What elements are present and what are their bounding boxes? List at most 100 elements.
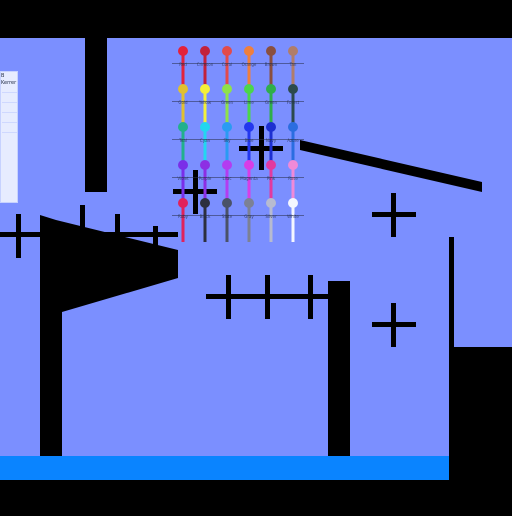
swatch-dot[interactable] [178,122,188,132]
palette-swatch[interactable]: Brown [260,46,282,90]
swatch-label: Lilac [222,176,231,181]
palette-swatch[interactable]: Violet [172,160,194,204]
swatch-stem [203,93,207,128]
palette-swatch[interactable]: Forest [282,84,304,128]
thin-post [449,237,454,349]
swatch-dot[interactable] [266,122,276,132]
swatch-stem [181,93,185,128]
swatch-label: Forest [287,100,300,105]
palette-swatch[interactable]: Magenta [238,160,260,204]
palette-swatch[interactable]: Cyan [194,122,216,166]
palette-swatch[interactable]: Red [172,46,194,90]
swatch-dot[interactable] [222,122,232,132]
swatch-dot[interactable] [244,160,254,170]
swatch-stem [247,207,251,242]
swatch-label: Magenta [240,176,258,181]
swatch-dot[interactable] [244,46,254,56]
swatch-dot[interactable] [200,84,210,94]
swatch-dot[interactable] [222,198,232,208]
swatch-label: Blue [245,138,254,143]
palette-swatch[interactable]: Pink [260,160,282,204]
swatch-label-underline [282,101,304,102]
swatch-dot[interactable] [222,160,232,170]
swatch-dot[interactable] [244,198,254,208]
swatch-label: Navy [266,138,277,143]
swatch-stem [225,207,229,242]
swatch-stem [225,55,229,90]
swatch-dot[interactable] [244,122,254,132]
palette-swatch[interactable]: Gold [172,84,194,128]
swatch-label: Cyan [200,138,211,143]
swatch-stem [225,169,229,204]
palette-swatch[interactable]: Rose [282,160,304,204]
palette-swatch[interactable]: Lime [238,84,260,128]
bottom-frame [0,479,512,512]
swatch-label: Red [179,62,187,67]
swatch-label-underline [260,177,282,178]
middle-fence [206,275,330,319]
swatch-dot[interactable] [288,84,298,94]
palette-swatch[interactable]: Tan [282,46,304,90]
left-ramp-platform [40,215,178,456]
palette-swatch[interactable]: Slate [216,198,238,242]
palette-swatch[interactable]: Crimson [194,46,216,90]
swatch-dot[interactable] [178,198,188,208]
palette-swatch[interactable]: Ruby [172,198,194,242]
top-pillar [85,38,107,192]
palette-swatch[interactable]: Black [194,198,216,242]
swatch-dot[interactable] [200,160,210,170]
swatch-dot[interactable] [288,46,298,56]
swatch-dot[interactable] [200,122,210,132]
palette-swatch[interactable]: Green [216,84,238,128]
swatch-stem [203,207,207,242]
palette-swatch[interactable]: Navy [260,122,282,166]
swatch-stem [203,55,207,90]
swatch-dot[interactable] [178,84,188,94]
swatch-dot[interactable] [288,122,298,132]
swatch-label-underline [172,215,194,216]
swatch-dot[interactable] [266,46,276,56]
palette-swatch[interactable]: White [282,198,304,242]
swatch-dot[interactable] [200,46,210,56]
swatch-dot[interactable] [178,46,188,56]
swatch-label: Rose [288,176,298,181]
swatch-label-underline [194,101,216,102]
palette-swatch[interactable]: Green [260,84,282,128]
swatch-dot[interactable] [200,198,210,208]
swatch-dot[interactable] [222,46,232,56]
swatch-stem [247,93,251,128]
swatch-dot[interactable] [222,84,232,94]
cross-marker-right-top [372,193,416,237]
swatch-label-underline [238,63,260,64]
swatch-label: Azure [287,138,299,143]
swatch-dot[interactable] [266,198,276,208]
palette-swatch[interactable]: Sky [216,122,238,166]
swatch-dot[interactable] [288,160,298,170]
swatch-stem [247,131,251,166]
swatch-stem [291,169,295,204]
palette-swatch[interactable]: Blue [238,122,260,166]
swatch-dot[interactable] [288,198,298,208]
swatch-label-underline [216,215,238,216]
palette-swatch[interactable]: Silver [260,198,282,242]
palette-swatch[interactable]: Teal [172,122,194,166]
palette-swatch[interactable]: Purple [194,160,216,204]
palette-swatch[interactable]: Lilac [216,160,238,204]
swatch-dot[interactable] [266,160,276,170]
palette-swatch[interactable]: Orange [238,46,260,90]
top-frame [0,0,512,38]
swatch-dot[interactable] [178,160,188,170]
palette-swatch[interactable]: Yellow [194,84,216,128]
swatch-dot[interactable] [244,84,254,94]
swatch-stem [181,55,185,90]
swatch-label: Brown [265,62,278,67]
palette-swatch[interactable]: Gray [238,198,260,242]
swatch-label-underline [282,215,304,216]
swatch-stem [247,55,251,90]
palette-swatch[interactable]: Coral [216,46,238,90]
swatch-dot[interactable] [266,84,276,94]
swatch-stem [269,93,273,128]
palette-swatch[interactable]: Azure [282,122,304,166]
